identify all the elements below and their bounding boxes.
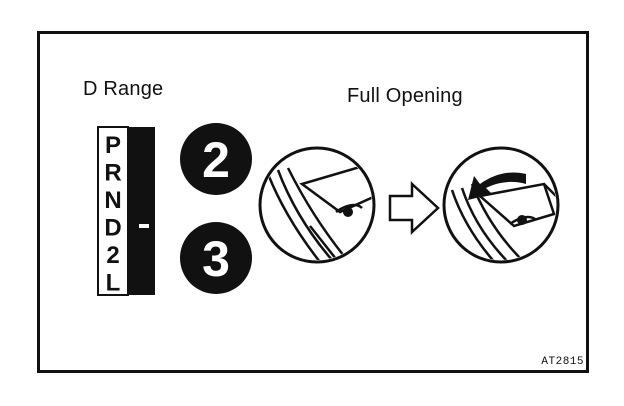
- full-opening-label: Full Opening: [347, 85, 463, 107]
- gear-2-number: 2: [202, 132, 230, 188]
- gear-3-number: 3: [202, 231, 230, 287]
- d-range-label: D Range: [83, 78, 164, 100]
- shift-position-l: L: [106, 270, 121, 297]
- shift-position-d: D: [104, 215, 121, 242]
- pedal-illustration-after: [442, 146, 560, 264]
- shift-position-r: R: [104, 160, 121, 187]
- shift-position-2: 2: [106, 242, 119, 269]
- gear-3-badge: 3: [180, 222, 252, 294]
- shift-position-p: P: [105, 132, 121, 159]
- shift-position-n: N: [104, 187, 121, 214]
- figure-code: AT2815: [541, 356, 584, 368]
- pedal-illustration-before: [258, 146, 376, 264]
- press-direction-arrow-icon: [468, 172, 526, 200]
- gear-2-badge: 2: [180, 123, 252, 195]
- transition-arrow-icon: [388, 181, 440, 235]
